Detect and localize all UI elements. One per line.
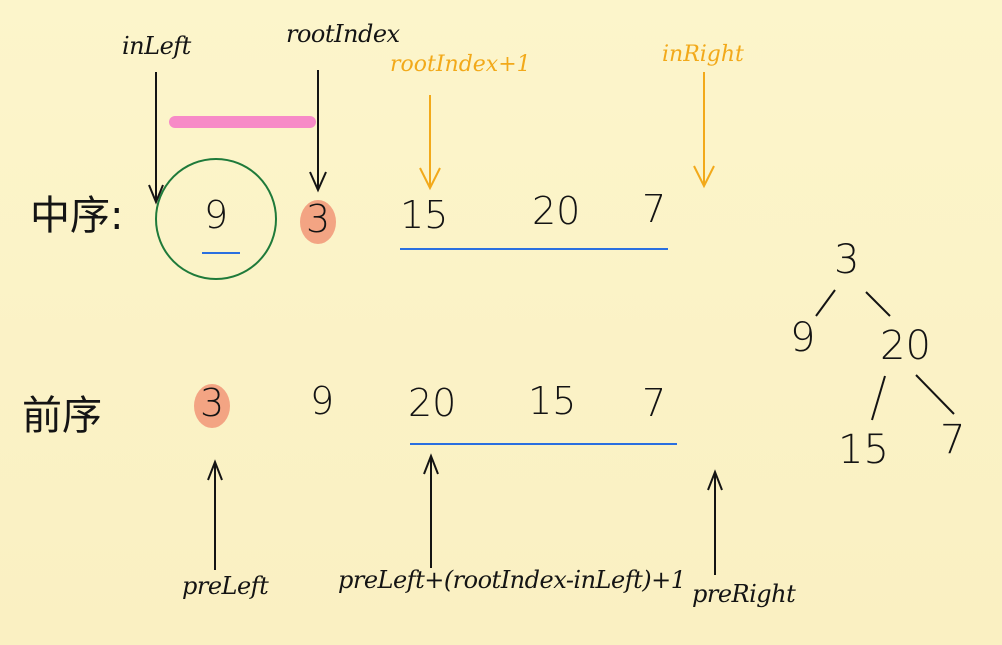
inorder-value: 3: [306, 197, 331, 241]
inorder-value: 15: [400, 193, 449, 237]
root-index-arrow: [309, 70, 327, 193]
tree-node-root: 3: [834, 237, 860, 283]
pre-left-formula-arrow: [423, 453, 439, 568]
pre-right-arrow: [707, 469, 723, 575]
pre-right-label: preRight: [692, 580, 796, 608]
pre-left-label: preLeft: [182, 572, 269, 600]
preorder-value: 15: [528, 379, 577, 423]
tree-node-left: 9: [790, 315, 816, 361]
in-right-arrow: [693, 72, 715, 189]
inorder-value: 20: [532, 189, 581, 233]
tree-edge-3-20: [865, 291, 891, 317]
left-subtree-circle: [155, 158, 277, 280]
preorder-value: 9: [310, 379, 335, 423]
in-left-arrow: [148, 72, 164, 205]
inorder-value: 9: [204, 193, 229, 237]
pre-left-formula-label: preLeft+(rootIndex-inLeft)+1: [338, 566, 686, 594]
preorder-label: 前序: [22, 393, 102, 439]
preorder-root-highlight: [194, 384, 230, 428]
root-index-plus-one-arrow: [419, 95, 441, 191]
tree-edge-20-7: [915, 374, 955, 415]
pre-left-arrow: [207, 459, 223, 570]
preorder-value: 20: [408, 381, 457, 425]
inorder-value: 7: [642, 187, 667, 231]
tree-node-right-left: 15: [838, 427, 889, 473]
tree-edge-20-15: [871, 375, 886, 421]
in-right-label: inRight: [662, 42, 744, 67]
in-left-label: inLeft: [122, 32, 191, 60]
tree-edge-3-9: [815, 289, 836, 317]
root-index-plus-one-label: rootIndex+1: [390, 52, 531, 77]
tree-node-right: 20: [880, 323, 931, 369]
preorder-value: 7: [642, 381, 667, 425]
preorder-value: 3: [200, 381, 225, 425]
inorder-label: 中序:: [30, 193, 124, 239]
root-index-label: rootIndex: [286, 20, 400, 48]
inorder-root-highlight: [300, 200, 336, 244]
tree-node-right-right: 7: [940, 417, 966, 463]
